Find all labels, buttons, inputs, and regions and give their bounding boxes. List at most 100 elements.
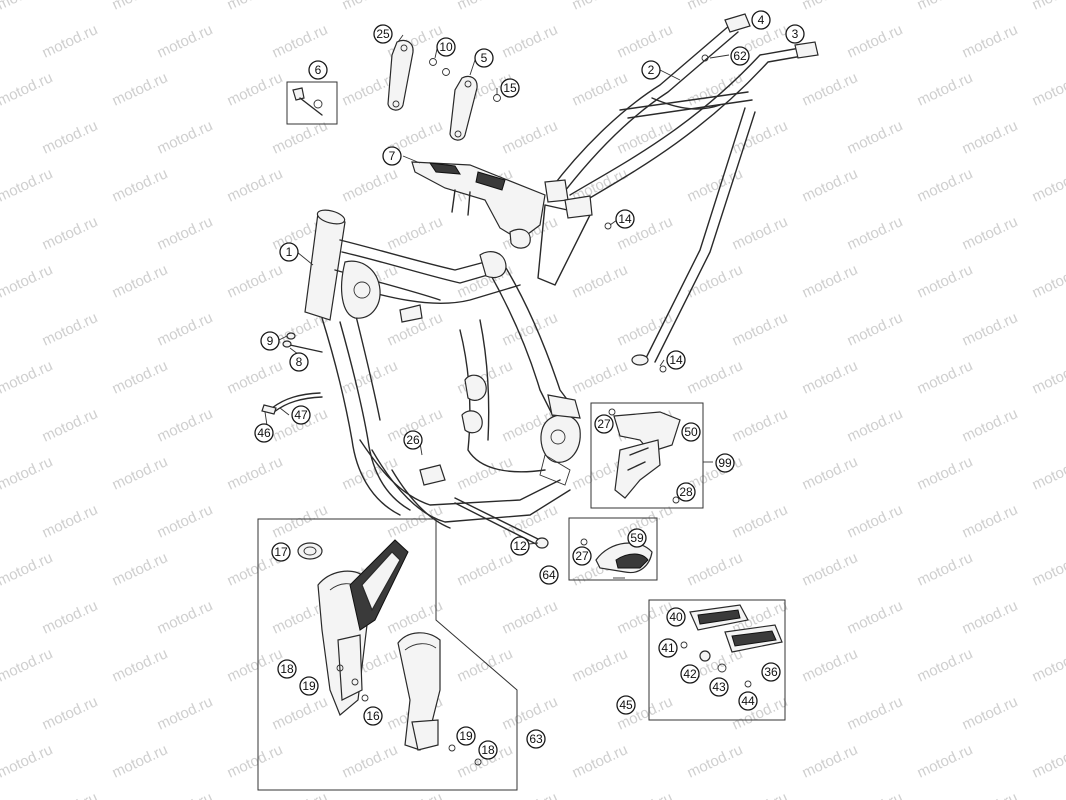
svg-text:18: 18 — [481, 743, 495, 757]
svg-text:6: 6 — [315, 63, 322, 77]
svg-text:2: 2 — [648, 63, 655, 77]
watermark-text: motod.ru — [960, 597, 1021, 637]
watermark-text: motod.ru — [915, 0, 976, 14]
watermark-text: motod.ru — [915, 549, 976, 589]
callout: 4 — [751, 10, 771, 30]
svg-text:4: 4 — [758, 13, 765, 27]
watermark-text: motod.ru — [110, 741, 171, 781]
watermark-text: motod.ru — [1030, 645, 1066, 685]
watermark-text: motod.ru — [225, 453, 286, 493]
watermark-text: motod.ru — [845, 21, 906, 61]
watermark-text: motod.ru — [110, 165, 171, 205]
watermark-text: motod.ru — [0, 261, 55, 301]
watermark-text: motod.ru — [225, 645, 286, 685]
callout: 25 — [373, 24, 393, 44]
svg-text:16: 16 — [366, 709, 380, 723]
bolt-kit-6 — [292, 87, 323, 116]
callout: 14 — [666, 350, 686, 370]
subframe — [537, 13, 819, 366]
svg-text:17: 17 — [274, 545, 288, 559]
watermark-text: motod.ru — [800, 261, 861, 301]
watermark-text: motod.ru — [845, 789, 906, 800]
watermark-text: motod.ru — [615, 309, 676, 349]
svg-text:19: 19 — [302, 679, 316, 693]
callout-layer: 1 2 3 4 5 6 7 8 9 10 12 14 14 15 16 17 1… — [254, 10, 805, 760]
watermark-text: motod.ru — [960, 693, 1021, 733]
washers-top — [429, 54, 709, 373]
watermark-text: motod.ru — [0, 453, 55, 493]
callout: 27 — [572, 546, 592, 566]
watermark-text: motod.ru — [0, 357, 55, 397]
callout: 5 — [474, 48, 494, 68]
callout: 2 — [641, 60, 661, 80]
watermark-text: motod.ru — [845, 501, 906, 541]
watermark-text: motod.ru — [225, 165, 286, 205]
watermark-text: motod.ru — [800, 549, 861, 589]
watermark-text: motod.ru — [40, 117, 101, 157]
callout: 3 — [785, 24, 805, 44]
engine-mount-left — [387, 39, 414, 111]
callout: 7 — [382, 146, 402, 166]
watermark-text: motod.ru — [40, 213, 101, 253]
callout: 12 — [510, 536, 530, 556]
callout: 62 — [730, 46, 750, 66]
svg-text:9: 9 — [267, 334, 274, 348]
watermark-text: motod.ru — [385, 213, 446, 253]
watermark-text: motod.ru — [800, 453, 861, 493]
watermark-text: motod.ru — [340, 0, 401, 14]
callout: 27 — [594, 414, 614, 434]
watermark-text: motod.ru — [110, 0, 171, 14]
watermark-text: motod.ru — [800, 69, 861, 109]
svg-text:46: 46 — [257, 426, 271, 440]
svg-text:1: 1 — [286, 245, 293, 259]
callout: 15 — [500, 78, 520, 98]
watermark-text: motod.ru — [455, 0, 516, 14]
watermark-text: motod.ru — [615, 117, 676, 157]
callout: 6 — [308, 60, 328, 80]
svg-text:14: 14 — [618, 212, 632, 226]
watermark-text: motod.ru — [570, 261, 631, 301]
watermark-text: motod.ru — [0, 165, 55, 205]
watermark-text: motod.ru — [155, 309, 216, 349]
callout: 44 — [738, 691, 758, 711]
cable-guide-47 — [271, 392, 323, 413]
watermark-text: motod.ru — [110, 549, 171, 589]
leader-lines — [264, 34, 730, 579]
watermark-text: motod.ru — [1030, 0, 1066, 14]
callout: 43 — [709, 677, 729, 697]
svg-text:45: 45 — [619, 698, 633, 712]
svg-text:5: 5 — [481, 51, 488, 65]
svg-text:47: 47 — [294, 408, 308, 422]
callout: 46 — [254, 423, 274, 443]
watermark-text: motod.ru — [845, 693, 906, 733]
svg-text:36: 36 — [764, 665, 778, 679]
callout: 14 — [615, 209, 635, 229]
callout: 45 — [616, 695, 636, 715]
watermark-text: motod.ru — [1030, 453, 1066, 493]
watermark-text: motod.ru — [500, 117, 561, 157]
watermark-text: motod.ru — [500, 597, 561, 637]
watermark-text: motod.ru — [685, 549, 746, 589]
callout: 16 — [363, 706, 383, 726]
svg-text:26: 26 — [406, 433, 420, 447]
watermark-text: motod.ru — [960, 405, 1021, 445]
watermark-text: motod.ru — [800, 741, 861, 781]
watermark-text: motod.ru — [455, 645, 516, 685]
engine-bracket — [411, 161, 546, 249]
watermark-text: motod.ru — [0, 69, 55, 109]
watermark-text: motod.ru — [270, 789, 331, 800]
watermark-text: motod.ru — [40, 309, 101, 349]
watermark-text: motod.ru — [225, 357, 286, 397]
callout: 28 — [676, 482, 696, 502]
watermark-text: motod.ru — [40, 21, 101, 61]
watermark-text: motod.ru — [225, 0, 286, 14]
watermark-text: motod.ru — [0, 645, 55, 685]
svg-text:44: 44 — [741, 694, 755, 708]
watermark-text: motod.ru — [915, 357, 976, 397]
watermark-text: motod.ru — [570, 645, 631, 685]
watermark-text: motod.ru — [340, 165, 401, 205]
watermark-text: motod.ru — [110, 69, 171, 109]
watermark-text: motod.ru — [225, 69, 286, 109]
